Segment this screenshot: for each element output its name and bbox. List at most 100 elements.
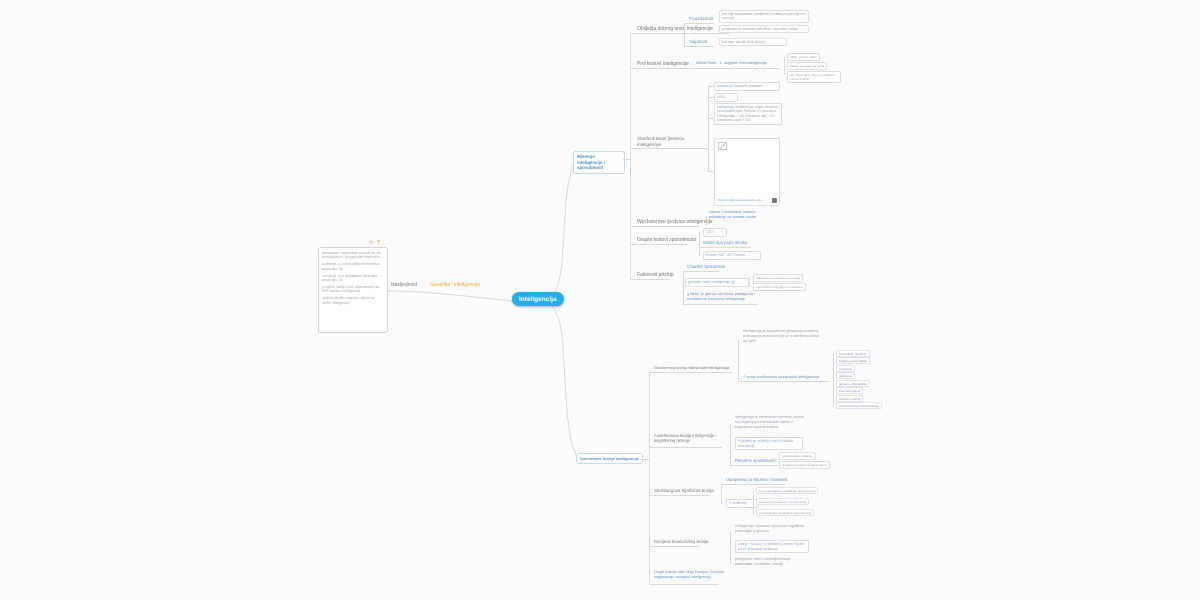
note-binet-2[interactable]: zadaci poredani po težini [787,62,828,71]
branch-nasljednost[interactable]: Nasljednost [391,282,418,288]
branch-grupni-testovi[interactable]: Grupni testovi sposobnosti [637,237,696,243]
connector-line [649,447,722,448]
note-primarne-2[interactable]: vizualno-prostorno funkcioniranje [779,461,831,470]
node-iq-formula[interactable]: inteligencija izražena kao omjer mentaln… [714,103,782,125]
subtheory[interactable]: komponencijalna (analitičke sposobnosti) [756,487,819,495]
connector-line [730,424,731,465]
note-binet-3[interactable]: cilj: otkriti djecu kojoj je potrebna po… [787,71,841,84]
note-gardner-def[interactable]: Inteligencija je sposobnost rješavanja p… [743,329,820,343]
note-paragraph: istraživanja nasljednosti provode se na … [322,251,381,260]
connector-line [649,372,650,585]
intelligence-type[interactable]: tjelesno-kinestetička [836,380,870,388]
branch-druge-kulture[interactable]: Druge kulture više nego Europa i Amerika… [654,570,725,579]
connector-line [649,372,732,373]
section-mjerenje[interactable]: Mjerenje inteligencije i sposobnosti [573,151,625,175]
node-adaptacija[interactable]: adaptacija Binetovih zadataka [714,82,780,91]
node-7-vrsta[interactable]: 7 vrsta međusobno nezavisnih inteligenci… [743,374,820,379]
intelligence-type[interactable]: prirodoslovna (naturalistička) [836,402,882,410]
node-spearman[interactable]: Charles Spearman [687,264,726,269]
connector-line [833,353,834,405]
subtheory[interactable]: kontekstualna (praktične sposobnosti) [756,509,814,517]
branch-wechsler[interactable]: Wechslerove ljestvice inteligencije [637,219,713,225]
connector-line [688,68,780,69]
connector-line [730,531,731,564]
note-g-2[interactable]: na različitim kognitivnim testovima [753,283,806,292]
note-binet-1[interactable]: 1905. godina, Pariz [787,53,820,62]
connector-line [708,86,709,172]
intelligence-type[interactable]: interpersonalna [836,387,864,395]
node-brzina-obrade[interactable]: Pojedinci se razlikuju u brzini obrade i… [735,437,803,451]
node-1916[interactable]: 1916. [714,93,738,102]
connector-line [699,247,751,248]
connector-line [708,86,714,87]
node-alfred-binet[interactable]: Alfred Binet - 1. uspješni test intelige… [696,60,767,65]
note-paragraph: korelacija IQ-a jednojajčanih blizanaca … [322,262,380,271]
node-pouzdanost[interactable]: Pouzdanost [689,16,714,21]
branch-obiljezja-testa[interactable]: Obilježja dobrog testa inteligencije [637,26,713,32]
note-box[interactable]: istraživanja nasljednosti provode se na … [318,247,388,333]
root-node[interactable]: Inteligencija [512,292,564,306]
branch-ceci[interactable]: Cecijeva bioekološka teorija [654,539,709,544]
connector-line [630,68,688,69]
branch-sternberg[interactable]: Sternbergova trijarhična teorija [654,488,714,493]
connector-line [708,171,714,172]
node-papir-olovka[interactable]: testovi tipa papir-olovka [703,240,747,245]
link-genetika-inteligencija[interactable]: Genetika i inteligencija [430,282,481,288]
zoom-icon[interactable] [772,198,777,203]
connector-line [630,279,669,280]
node-primarne-sposobnosti[interactable]: Primarne sposobnosti [735,458,776,463]
note-ceci-2[interactable]: znanje i iskustvo u određenoj domeni klj… [735,540,809,554]
question-badge-icon[interactable]: ? [377,240,381,246]
note-pouzdanost-1[interactable]: test daje konzistentne (dosljedne) rezul… [719,10,809,23]
connector-line [630,226,699,227]
edit-pencil-icon[interactable]: ✎ [369,240,374,246]
branch-faktorski-pristup[interactable]: Faktorski pristup [637,272,674,278]
connector-line [753,491,754,514]
connector-line [699,232,700,256]
node-1917[interactable]: 1917. [703,228,727,237]
note-g-1[interactable]: objašnjava povezanost rezultata [753,274,804,283]
node-sat-act[interactable]: Primjer: SAT i ACT testovi [703,251,761,260]
note-ceci-3[interactable]: postignuće ovisi o međudjelovanju potenc… [735,557,790,566]
intelligence-type[interactable]: lingvistička (jezična) [836,350,870,358]
intelligence-type[interactable]: glazbena [836,372,855,380]
node-g-glavna-odrednica[interactable]: g faktor je glavna odrednica postignuća … [687,292,755,301]
node-g-faktor[interactable]: generalni faktor inteligencije (g) [685,278,749,287]
section-suvremene-teorije[interactable]: Suvremene teorije inteligencije [576,453,643,465]
note-paragraph: procjene nasljednosti objašnjavaju oko 5… [322,285,381,294]
note-paragraph: okolina također značajno utječe na razvo… [322,296,375,305]
connector-line [730,465,778,466]
branch-anderson[interactable]: Andersonova teorija inteligencije i kogn… [654,433,717,444]
image-caption-link[interactable]: https://hr.wikipedia.org/wiki/Kvocijent_… [718,198,764,202]
branch-stanford-binet[interactable]: Stanford-Binet ljestvica inteligencije [637,136,684,147]
intelligence-type[interactable]: intrapersonalna [836,395,864,403]
connector-line [649,546,700,547]
intelligence-type[interactable]: prostorna [836,365,856,373]
note-anderson-def[interactable]: Inteligencija je mehanizam temeljne obra… [735,415,805,429]
connector-line [738,381,830,382]
connector-line [683,304,757,305]
connector-line [649,584,719,585]
note-ceci-1[interactable]: Inteligencija odražava višestruke kognit… [735,524,805,533]
node-valjanost[interactable]: Valjanost [689,39,708,44]
note-primarne-1[interactable]: propozicijsko mišljenje [779,452,816,461]
connector-line [708,97,714,98]
branch-prvi-testovi[interactable]: Prvi testovi inteligencije [637,61,689,67]
note-pouzdanost-2[interactable]: provjerava se metodom test-retest i uspo… [719,25,809,34]
broken-image-icon [718,142,727,150]
note-paragraph: korelacija IQ-a dvojajčanih blizanaca iz… [322,273,378,283]
intelligence-type[interactable]: logičko-matematička [836,357,871,365]
node-iskustvo-kontekst[interactable]: Usmjerena na iskustvo i kontekst [726,477,788,482]
attached-image[interactable]: https://hr.wikipedia.org/wiki/Kvocijent_… [714,138,780,206]
connector-line [708,118,714,119]
connector-line [721,484,785,485]
note-valjanost[interactable]: test mjeri ono što tvrdi da mjeri [719,38,787,47]
connector-line [630,33,631,280]
subtheory[interactable]: iskustvena (kreativne sposobnosti) [756,498,810,506]
connector-line [630,33,729,34]
connector-line [749,277,750,287]
branch-gardner[interactable]: Gardnerova teorija višestrukih inteligen… [654,365,730,370]
node-wechsler-note[interactable]: sadrže i neverbalne testove; prikladnije… [709,210,757,219]
